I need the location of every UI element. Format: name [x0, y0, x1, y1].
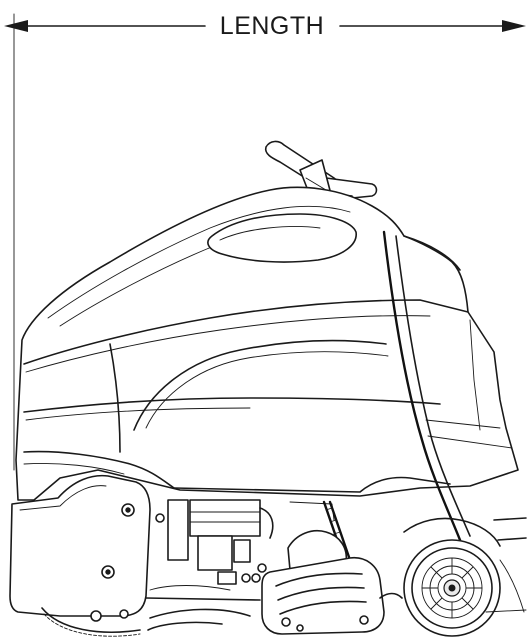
length-label: LENGTH: [212, 11, 332, 41]
motor-body: [197, 535, 233, 571]
squeegee-body: [261, 556, 385, 635]
rear-frame-brace: [499, 559, 525, 613]
front-brush: [41, 607, 141, 637]
rear-cover-edge: [469, 319, 481, 431]
rear-bumper-line-2: [427, 435, 513, 449]
skirt-front: [23, 450, 175, 489]
vent-highlight: [219, 226, 321, 241]
rear-bumper-line: [425, 419, 501, 429]
hose: [259, 507, 274, 539]
strut-rod-2: [328, 500, 352, 562]
strut-coil-2: [329, 519, 337, 523]
squeegee-bolt-icon: [281, 617, 291, 627]
plate-bolt-2-icon: [251, 573, 261, 583]
length-dimension-line: [4, 13, 526, 471]
sweep-crease-2: [145, 351, 389, 429]
motor-terminal: [233, 539, 251, 563]
bumper-bolt-lower-center: [105, 569, 111, 575]
squeegee-arm: [379, 592, 403, 599]
sweep-crease: [133, 339, 387, 431]
bumper-panel: [9, 474, 151, 617]
rear-seam: [382, 230, 462, 542]
side-crease-upper-2: [25, 315, 431, 373]
rear-tire-inner: [411, 547, 493, 629]
brush-hub-icon: [90, 610, 102, 622]
rear-seam-2: [395, 235, 471, 537]
plate-bolt-3-icon: [257, 563, 267, 573]
deck-curve: [149, 585, 231, 591]
brush-teeth: [43, 613, 141, 637]
brush-arc: [41, 607, 141, 633]
motor-housing: [189, 499, 261, 537]
squeegee-rib-3: [279, 600, 367, 615]
rear-fender: [403, 517, 501, 547]
strut-coil-3: [333, 531, 341, 535]
rim-spoke-tl: [430, 566, 443, 579]
deck-line: [145, 597, 261, 601]
rear-frame-bar-2: [497, 537, 527, 541]
squeegee-blade: [149, 608, 251, 619]
strut-coil: [325, 507, 333, 511]
squeegee-assembly: [261, 530, 403, 635]
rear-frame-base: [485, 609, 527, 613]
arrowhead-left-icon: [4, 20, 28, 32]
vent-window: [207, 213, 357, 263]
hub-center: [448, 584, 456, 592]
brush-hub-2-icon: [119, 609, 129, 619]
bumper-inner-line: [19, 485, 107, 511]
plate-bolt-icon: [241, 573, 251, 583]
squeegee-bolt-3-icon: [296, 624, 304, 632]
frame-bolt-icon: [155, 513, 165, 523]
hood-top-crease: [47, 205, 351, 319]
frame-bracket: [167, 499, 189, 561]
front-panel-seam: [109, 343, 121, 453]
squeegee-bolt-2-icon: [359, 615, 369, 625]
skirt-front-2: [23, 463, 125, 475]
rear-cover-top: [403, 235, 461, 271]
skirt-bottom: [173, 476, 451, 493]
rim-spoke-br: [461, 597, 474, 610]
squeegee-rib-2: [277, 586, 365, 601]
rear-frame-bar: [493, 517, 527, 521]
bumper-bolt-center: [125, 507, 131, 513]
undercarriage: [145, 499, 352, 631]
front-bumper: [9, 474, 151, 617]
side-crease-lower: [23, 397, 441, 413]
side-crease-lower-2: [25, 407, 251, 421]
rim-spoke-tr: [461, 566, 474, 579]
rear-wheel: [403, 539, 501, 637]
rim-spoke-bl: [430, 597, 443, 610]
side-crease-upper: [23, 299, 469, 365]
squeegee-rib: [275, 572, 363, 587]
rear-frame: [403, 517, 527, 613]
handle-detail: [305, 177, 327, 191]
machine-body: [15, 186, 519, 542]
plate: [217, 571, 237, 585]
squeegee-blade-2: [147, 621, 223, 631]
arrowhead-right-icon: [502, 20, 526, 32]
